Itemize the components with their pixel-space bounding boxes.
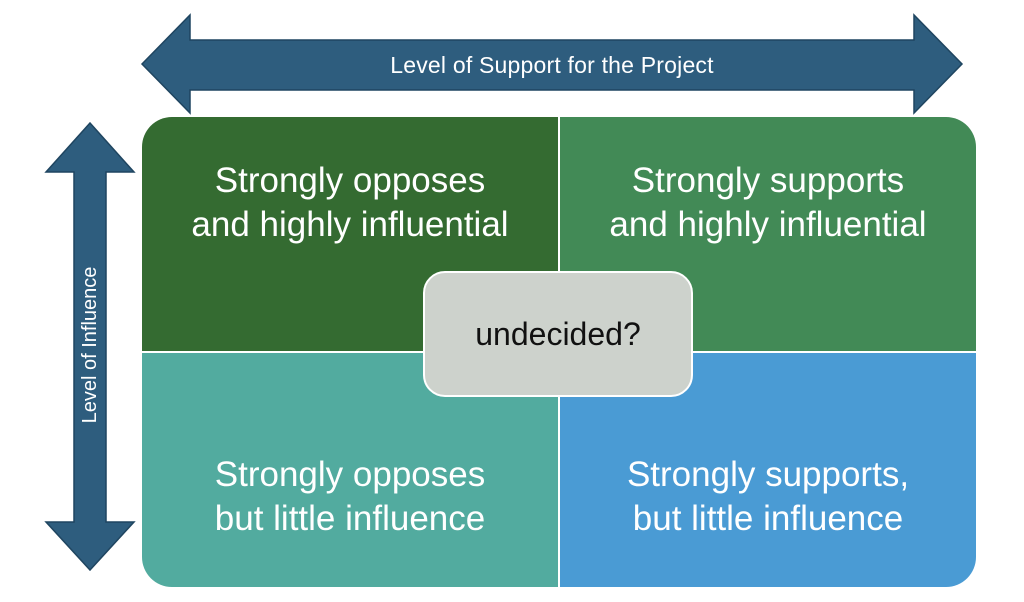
influence-axis-label: Level of Influence <box>79 266 101 424</box>
undecided-label: undecided? <box>475 315 641 352</box>
quadrant-opposes-low-influence: Strongly opposes but little influence <box>142 353 558 587</box>
quadrant-label: Strongly supports and highly influential <box>609 161 927 244</box>
support-arrow <box>140 13 964 115</box>
quadrant-label: Strongly opposes and highly influential <box>191 161 509 244</box>
stakeholder-matrix: Strongly opposes and highly influential … <box>142 117 976 587</box>
quadrant-label: Strongly supports, but little influence <box>626 455 910 538</box>
support-axis-label: Level of Support for the Project <box>390 52 714 78</box>
quadrant-supports-high-influence: Strongly supports and highly influential <box>560 117 976 351</box>
influence-arrow <box>44 121 136 572</box>
quadrant-label: Strongly opposes but little influence <box>214 455 486 538</box>
undecided-box: undecided? <box>423 271 693 397</box>
